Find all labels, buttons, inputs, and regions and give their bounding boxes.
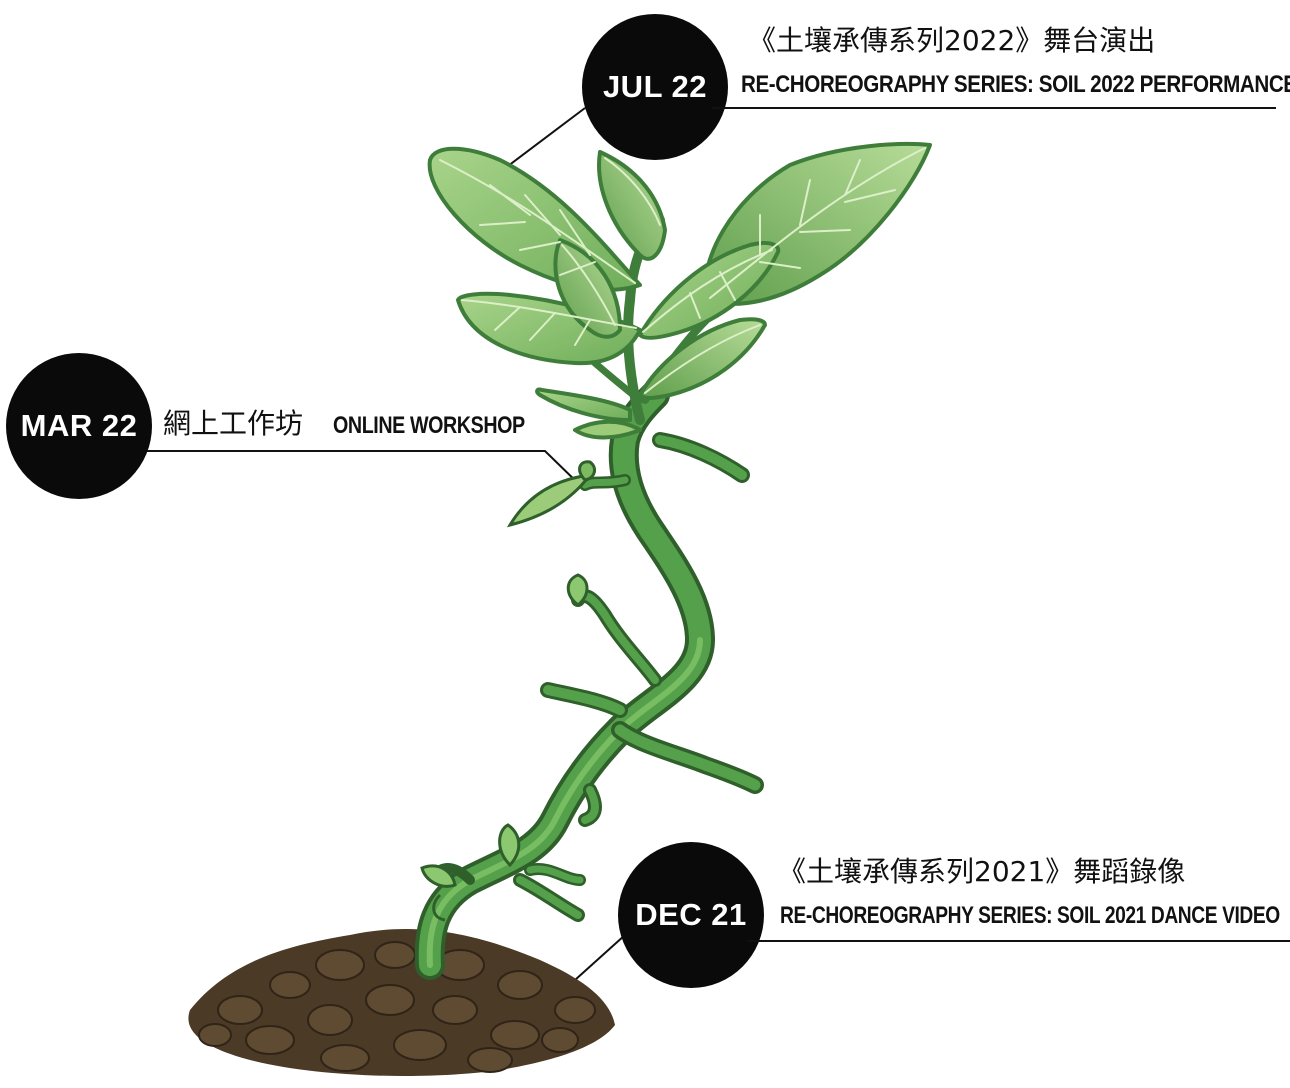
milestone-date-badge: DEC 21 (618, 842, 764, 988)
milestone-underline (748, 940, 1290, 942)
milestone-title-en: RE-CHOREOGRAPHY SERIES: SOIL 2022 PERFOR… (741, 73, 1290, 97)
milestone-title-en: ONLINE WORKSHOP (333, 414, 525, 438)
soil-mound (188, 929, 615, 1076)
milestone-date-badge: JUL 22 (582, 14, 728, 160)
connector-mar22 (145, 451, 585, 490)
milestone-underline (712, 107, 1276, 109)
milestone-date-badge: MAR 22 (6, 353, 152, 499)
milestone-title-zh: 網上工作坊 (163, 410, 303, 438)
milestone-title-en: RE-CHOREOGRAPHY SERIES: SOIL 2021 DANCE … (780, 904, 1280, 928)
milestone-title-zh: 《土壤承傳系列2022》舞台演出 (748, 27, 1155, 55)
milestone-title-zh: 《土壤承傳系列2021》舞蹈錄像 (778, 858, 1185, 886)
